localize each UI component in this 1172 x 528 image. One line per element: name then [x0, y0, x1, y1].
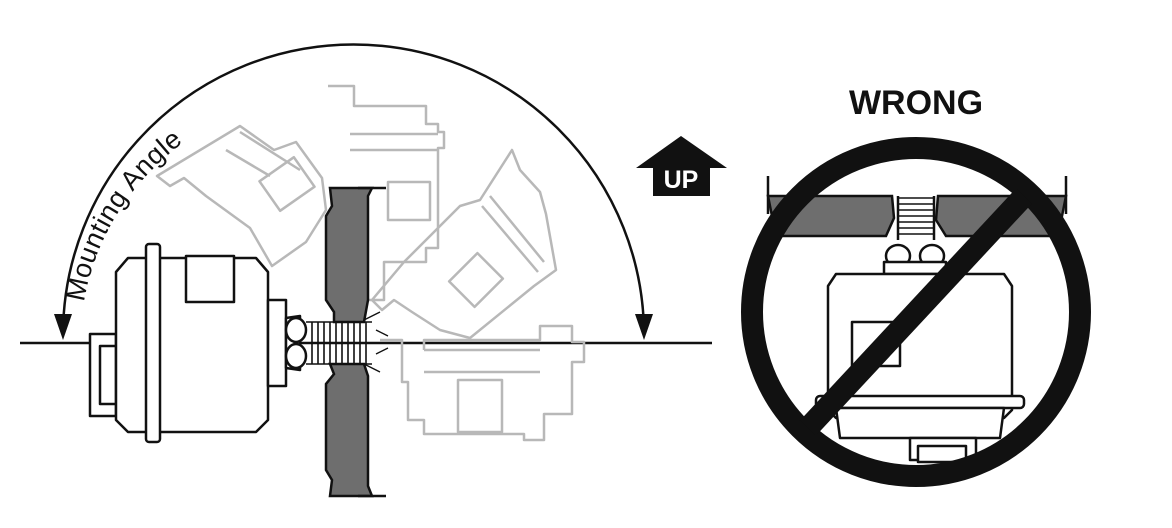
- pump-horizontal-solid: [88, 242, 308, 444]
- ghost-pump-45deg-left: [155, 124, 328, 268]
- pump-upside-down: [814, 243, 1026, 464]
- ghost-pump-horizontal-right: [380, 324, 586, 442]
- left-arc-arrowhead: [54, 314, 72, 340]
- left-mounting-illustration: Mounting Angle: [20, 43, 712, 498]
- mounting-wall: [306, 186, 389, 498]
- wrong-mounting-illustration: WRONG: [741, 84, 1091, 487]
- mounting-angle-arc: [61, 43, 646, 336]
- up-arrow-icon: UP: [636, 136, 727, 196]
- wrong-label: WRONG: [849, 84, 983, 122]
- up-label: UP: [664, 166, 699, 194]
- ghost-pump-45deg-right: [370, 148, 558, 340]
- prohibited-icon: [741, 137, 1091, 487]
- right-arc-arrowhead: [635, 314, 653, 340]
